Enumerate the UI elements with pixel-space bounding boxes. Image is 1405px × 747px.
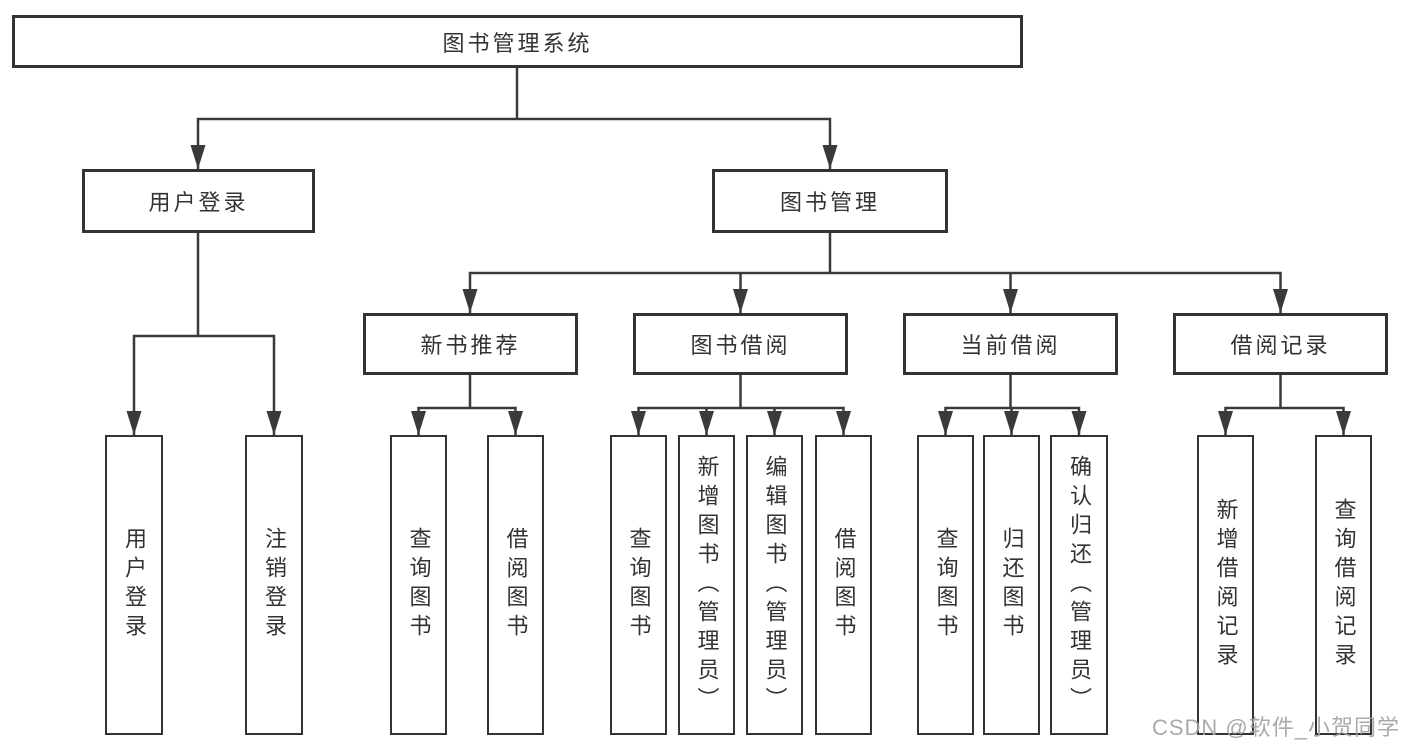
node-label: 借阅记录 (1230, 333, 1331, 358)
node-label: 图书管理系统 (442, 30, 593, 56)
node-current-borrow: 当前借阅 (903, 313, 1118, 375)
node-root: 图书管理系统 (12, 15, 1023, 68)
node-book-borrow: 图书借阅 (633, 313, 848, 375)
node-new-book-recommend: 新书推荐 (363, 313, 578, 375)
leaf-label: 借阅图书 (831, 527, 857, 643)
leaf-label: 注销登录 (262, 527, 287, 643)
leaf-label: 查询图书 (406, 527, 432, 643)
leaf-label: 确认归还（管理员） (1067, 454, 1092, 716)
leaf-bb-query-books: 查询图书 (610, 435, 667, 735)
leaf-label: 新增图书（管理员） (694, 454, 720, 716)
node-label: 用户登录 (148, 190, 249, 215)
leaf-label: 查询借阅记录 (1331, 498, 1357, 672)
node-label: 当前借阅 (960, 333, 1061, 358)
node-label: 图书借阅 (690, 333, 791, 358)
leaf-nb-borrow-books: 借阅图书 (487, 435, 544, 735)
leaf-cb-confirm-return-admin: 确认归还（管理员） (1050, 435, 1108, 735)
leaf-nb-query-books: 查询图书 (390, 435, 447, 735)
leaf-label: 查询图书 (933, 527, 959, 643)
leaf-logout: 注销登录 (245, 435, 303, 735)
leaf-label: 新增借阅记录 (1213, 498, 1239, 672)
leaf-bb-borrow-books: 借阅图书 (815, 435, 872, 735)
watermark: CSDN @软件_小贺同学 (1151, 715, 1400, 740)
node-user-login: 用户登录 (82, 169, 315, 233)
leaf-br-add-record: 新增借阅记录 (1197, 435, 1254, 735)
node-borrow-records: 借阅记录 (1173, 313, 1388, 375)
leaf-user-login: 用户登录 (105, 435, 163, 735)
leaf-cb-query-books: 查询图书 (917, 435, 974, 735)
node-label: 新书推荐 (420, 333, 521, 358)
leaf-label: 编辑图书（管理员） (762, 454, 788, 716)
leaf-label: 用户登录 (122, 527, 147, 643)
node-book-management: 图书管理 (712, 169, 948, 233)
leaf-bb-add-book-admin: 新增图书（管理员） (678, 435, 735, 735)
leaf-cb-return-books: 归还图书 (983, 435, 1040, 735)
leaf-br-query-record: 查询借阅记录 (1315, 435, 1372, 735)
leaf-label: 归还图书 (999, 527, 1025, 643)
leaf-label: 查询图书 (626, 527, 652, 643)
leaf-label: 借阅图书 (503, 527, 529, 643)
node-label: 图书管理 (779, 190, 880, 215)
leaf-bb-edit-book-admin: 编辑图书（管理员） (746, 435, 803, 735)
